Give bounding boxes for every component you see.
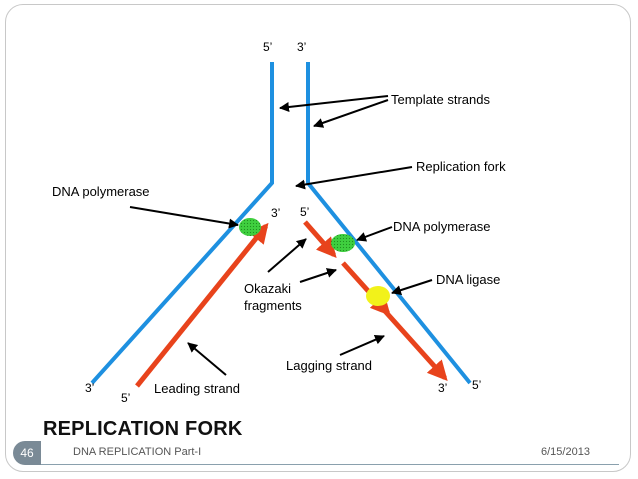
label-lagging-strand: Lagging strand: [286, 358, 372, 373]
pointer-replication-fork: [295, 166, 413, 190]
label-bottom-left-3: 3’: [85, 381, 94, 395]
label-top-5: 5’: [263, 40, 272, 54]
pointer-lagging-strand: [339, 334, 385, 356]
dna-polymerase-left-blob: [239, 218, 261, 236]
label-okazaki-line2: fragments: [244, 298, 302, 313]
label-dna-polymerase-left: DNA polymerase: [52, 184, 150, 199]
pointer-polymerase-right: [356, 226, 393, 242]
right-template-strand: [306, 62, 472, 385]
pointer-leading-strand: [187, 342, 227, 376]
label-okazaki-line1: Okazaki: [244, 281, 291, 296]
pointer-ligase: [391, 279, 433, 295]
label-left-mid-3: 3’: [271, 206, 280, 220]
left-template-strand: [90, 62, 274, 385]
label-dna-polymerase-right: DNA polymerase: [393, 219, 491, 234]
leading-strand-arrow: [135, 222, 269, 388]
label-bottom-right-3: 3’: [438, 381, 447, 395]
label-top-3: 3’: [297, 40, 306, 54]
okazaki-fragment-3: [382, 308, 448, 381]
dna-ligase-blob: [366, 286, 390, 306]
label-right-mid-5: 5’: [300, 205, 309, 219]
dna-polymerase-right-blob: [331, 234, 355, 252]
slide-number-badge: 46: [13, 441, 41, 465]
pointer-polymerase-left: [129, 206, 239, 229]
footer-date: 6/15/2013: [541, 446, 590, 458]
pointer-okazaki-2: [299, 268, 337, 283]
label-replication-fork: Replication fork: [416, 159, 506, 174]
label-bottom-right-5: 5’: [472, 378, 481, 392]
okazaki-fragment-1: [303, 220, 337, 259]
pointer-template-left: [279, 95, 389, 112]
footer-divider: [41, 464, 619, 465]
pointer-template-right: [313, 99, 389, 128]
slide-title: REPLICATION FORK: [43, 418, 243, 440]
slide-frame: [5, 4, 631, 472]
slide-number: 46: [20, 446, 34, 460]
footer-text: DNA REPLICATION Part-I: [73, 446, 202, 458]
label-template-strands: Template strands: [391, 92, 490, 107]
pointer-okazaki-1: [267, 238, 307, 273]
label-leading-strand: Leading strand: [154, 381, 240, 396]
label-bottom-left-5: 5’: [121, 391, 130, 405]
label-dna-ligase: DNA ligase: [436, 272, 500, 287]
